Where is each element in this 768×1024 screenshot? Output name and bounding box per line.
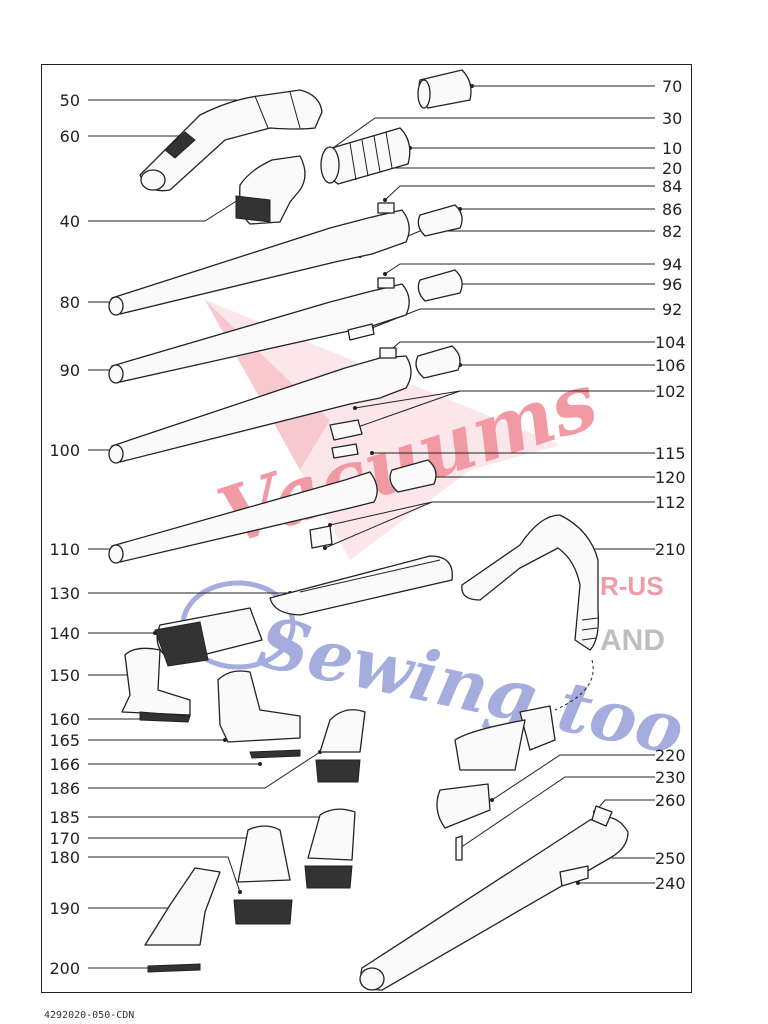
- label-230: 230: [655, 768, 686, 787]
- part-round-brush-180: [233, 825, 293, 925]
- label-90: 90: [60, 361, 80, 380]
- part-mattress-tool-190: [144, 867, 221, 973]
- label-160: 160: [49, 710, 80, 729]
- part-upholstery-tool-150: [121, 647, 191, 723]
- part-handle-50: [139, 89, 323, 192]
- part-hose-210: [436, 514, 599, 861]
- label-115: 115: [655, 444, 686, 463]
- label-50: 50: [60, 91, 80, 110]
- label-140: 140: [49, 624, 80, 643]
- label-92: 92: [662, 300, 682, 319]
- label-220: 220: [655, 746, 686, 765]
- document-code: 4292020-050-CDN: [44, 1010, 135, 1021]
- label-120: 120: [655, 468, 686, 487]
- part-wand-90: [108, 269, 463, 384]
- label-106: 106: [655, 356, 686, 375]
- label-96: 96: [662, 275, 682, 294]
- part-brush-140: [154, 607, 263, 667]
- label-20: 20: [662, 159, 682, 178]
- part-labels-left: 50 60 40 80 90 100 110 130 140 150 160 1…: [49, 91, 80, 978]
- label-82: 82: [662, 222, 682, 241]
- label-185: 185: [49, 808, 80, 827]
- label-250: 250: [655, 849, 686, 868]
- part-hose-cuff-10: [320, 127, 411, 185]
- label-180: 180: [49, 848, 80, 867]
- diagram-frame: [41, 64, 692, 993]
- label-10: 10: [662, 139, 682, 158]
- label-70: 70: [662, 77, 682, 96]
- part-wand-80: [108, 202, 463, 316]
- label-200: 200: [49, 959, 80, 978]
- label-104: 104: [655, 333, 686, 352]
- label-100: 100: [49, 441, 80, 460]
- part-dust-brush-186: [315, 709, 366, 783]
- label-165: 165: [49, 731, 80, 750]
- label-94: 94: [662, 255, 682, 274]
- label-260: 260: [655, 791, 686, 810]
- part-wand-100: [108, 345, 461, 464]
- label-102: 102: [655, 382, 686, 401]
- label-130: 130: [49, 584, 80, 603]
- label-84: 84: [662, 177, 682, 196]
- part-wand-110: [108, 459, 437, 564]
- watermark-and-text: AND: [600, 624, 665, 657]
- label-150: 150: [49, 666, 80, 685]
- watermark-suffix-text: R-US: [600, 571, 664, 601]
- label-30: 30: [662, 109, 682, 128]
- part-labels-right: 70 30 10 20 84 86 82 94 96 92 104 106 10…: [655, 77, 686, 893]
- label-166: 166: [49, 755, 80, 774]
- label-110: 110: [49, 540, 80, 559]
- label-186: 186: [49, 779, 80, 798]
- label-86: 86: [662, 200, 682, 219]
- label-112: 112: [655, 493, 686, 512]
- label-170: 170: [49, 829, 80, 848]
- part-crevice-tool-130: [269, 555, 453, 616]
- label-80: 80: [60, 293, 80, 312]
- label-40: 40: [60, 212, 80, 231]
- part-swivel-40: [235, 155, 306, 225]
- part-telescopic-wand-250: [359, 805, 629, 991]
- label-210: 210: [655, 540, 686, 559]
- label-60: 60: [60, 127, 80, 146]
- part-dust-brush-185: [304, 808, 356, 889]
- part-sleeve-70: [417, 69, 472, 109]
- watermark: Vacuums R-US AND Sewing too: [180, 300, 691, 771]
- part-turbo-tool-165: [217, 670, 301, 759]
- label-190: 190: [49, 899, 80, 918]
- label-240: 240: [655, 874, 686, 893]
